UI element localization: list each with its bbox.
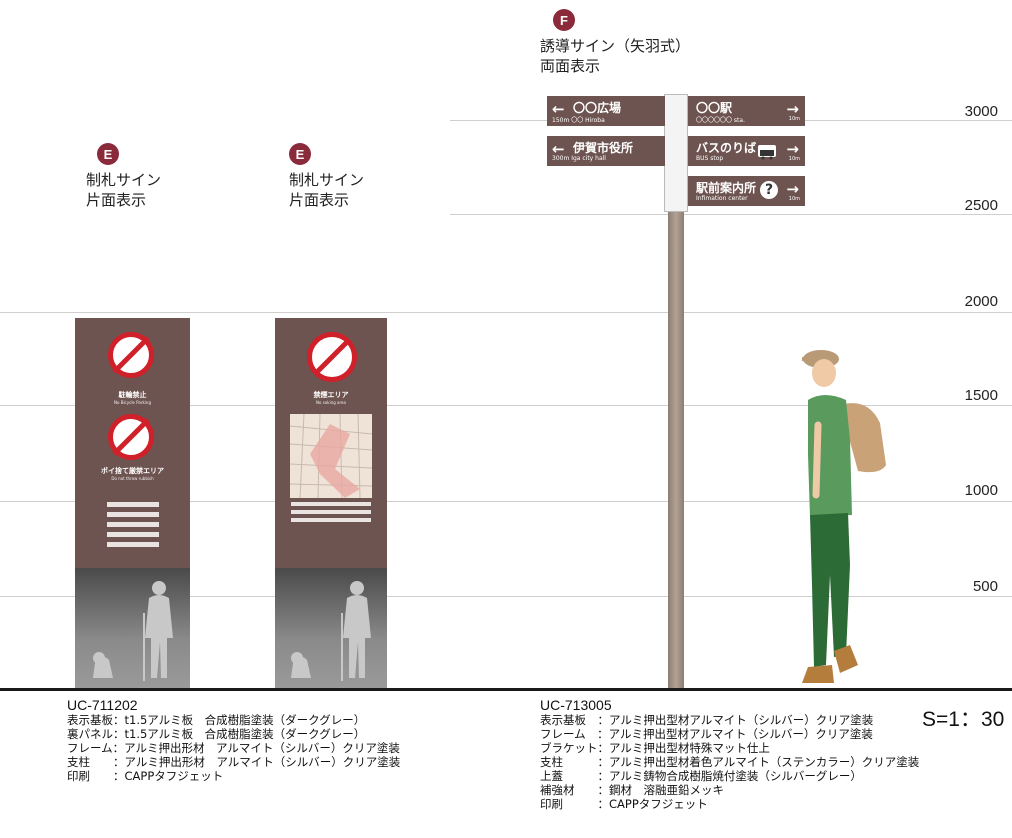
blade-right-2-sub: BUS stop [696,155,724,162]
blade-left-2: ← 伊賀市役所 300m Iga city hall [547,136,665,166]
height-label-500: 500 [972,578,998,595]
sign-e1-pictogram1-sub: No Bicycle Parking [113,400,151,405]
spec-left-code: UC-711202 [67,697,138,713]
arrow-right-icon: → [786,100,799,118]
height-line-2500 [450,214,1012,215]
sign-e2-title: 制札サイン 片面表示 [289,170,364,210]
height-label-3000: 3000 [964,103,998,120]
sign-e1-pictogram2-sub: Do not throw rubbish [111,476,154,481]
blade-right-3-dist: 10m [788,196,800,202]
blade-right-1-dist: 10m [788,116,800,122]
spec-left-line: 印刷 ：CAPPタフジェット [67,769,224,783]
sign-e2-pictogram1-sub: No soking area [316,400,346,405]
blade-right-2-main: バスのりば [696,141,757,155]
no-bicycle-icon [108,332,154,378]
text-stripe [291,510,371,514]
spec-right-line: 表示基板 ：アルミ押出型材アルマイト（シルバー）クリア塗装 [540,713,874,727]
sign-e1-panel: 駐輪禁止 No Bicycle Parking ポイ捨て厳禁エリア Do not… [75,318,190,568]
no-smoking-icon [307,332,357,382]
spec-right-line: ブラケット：アルミ押出型材特殊マット仕上 [540,741,770,755]
text-stripe [107,542,159,547]
question-icon: ? [760,181,778,199]
sign-e1-badge: E [97,143,119,165]
blade-right-2-dist: 10m [788,156,800,162]
text-stripe [107,532,159,537]
spec-right-line: フレーム ：アルミ押出型材アルマイト（シルバー）クリア塗装 [540,727,873,741]
blade-right-1: 〇〇駅 〇〇〇〇〇〇 sta. → 10m [688,96,805,126]
blade-right-2: バスのりば BUS stop → 10m [688,136,805,166]
sign-e2-title-line2: 片面表示 [289,191,350,209]
sign-e1-pictogram1-caption: 駐輪禁止 [118,391,147,399]
blade-right-3: 駅前案内所 Infimation center ? → 10m [688,176,805,206]
text-stripe [107,512,159,517]
spec-right-line: 印刷 ：CAPPタフジェット [540,797,708,811]
blade-left-2-sub: 300m Iga city hall [552,155,606,162]
sign-f-title-line2: 両面表示 [540,57,601,75]
arrow-left-icon: ← [552,140,565,158]
height-label-2000: 2000 [964,293,998,310]
text-stripe [107,522,159,527]
sign-e2-pictogram1-caption: 禁煙エリア [313,391,349,399]
blade-right-3-sub: Infimation center [696,195,748,202]
height-label-1500: 1500 [964,387,998,404]
sign-e1-title-line1: 制札サイン [86,171,162,189]
text-stripe [291,518,371,522]
sign-f-title: 誘導サイン（矢羽式） 両面表示 [540,36,690,76]
sign-f-pole [668,212,684,688]
height-line-2000 [0,312,1012,313]
sign-e1-title-line2: 片面表示 [86,191,147,209]
scale-ratio-label: S=1：30 [922,708,1005,731]
height-line-500 [0,596,1012,597]
silhouette-figure-icon [93,581,173,681]
blade-left-1-sub: 150m 〇〇 Hiroba [552,117,605,124]
arrow-right-icon: → [786,140,799,158]
spec-right-code: UC-713005 [540,697,612,713]
sign-e2-title-line1: 制札サイン [289,171,365,189]
height-line-1000 [0,501,1012,502]
sign-e1-base [75,568,190,688]
spec-left-line: フレーム：アルミ押出形材 アルマイト（シルバー）クリア塗装 [67,741,400,755]
blade-left-1: ← 〇〇広場 150m 〇〇 Hiroba [547,96,665,126]
text-stripe [291,502,371,506]
blade-left-2-main: 伊賀市役所 [573,141,634,155]
bus-icon [758,145,776,160]
sign-e1-pictogram2-caption: ポイ捨て厳禁エリア [101,467,164,475]
sign-e2-base [275,568,387,688]
height-line-1500 [0,405,1012,406]
spec-right-line: 上蓋 ：アルミ鋳物合成樹脂焼付塗装（シルバーグレー） [540,769,862,783]
arrow-right-icon: → [786,180,799,198]
blade-right-1-sub: 〇〇〇〇〇〇 sta. [696,117,745,124]
person-scale-figure-icon [802,350,886,683]
spec-left-line: 裏パネル：t1.5アルミ板 合成樹脂塗装（ダークグレー） [67,727,366,741]
blade-right-1-main: 〇〇駅 [696,101,733,115]
sign-e1-title: 制札サイン 片面表示 [86,170,161,210]
sign-e2-panel: 禁煙エリア No soking area [275,318,387,568]
ground-line [0,688,1012,691]
spec-right-line: 支柱 ：アルミ押出型材着色アルマイト（ステンカラー）クリア塗装 [540,755,920,769]
silhouette-figure-icon [291,581,371,681]
spec-left-line: 表示基板：t1.5アルミ板 合成樹脂塗装（ダークグレー） [67,713,366,727]
no-littering-icon [108,414,154,460]
arrow-left-icon: ← [552,100,565,118]
blade-right-3-main: 駅前案内所 [696,181,757,195]
sign-f-badge: F [553,9,575,31]
height-label-1000: 1000 [964,482,998,499]
sign-f-title-line1: 誘導サイン（矢羽式） [540,37,691,55]
text-stripe [107,502,159,507]
spec-left-line: 支柱 ：アルミ押出形材 アルマイト（シルバー）クリア塗装 [67,755,401,769]
sign-e2-badge: E [289,143,311,165]
spec-right-line: 補強材 ：鋼材 溶融亜鉛メッキ [540,783,724,797]
sign-f-pole-cap [664,94,688,212]
area-map-image [290,414,372,498]
blade-left-1-main: 〇〇広場 [573,101,622,115]
height-label-2500: 2500 [964,197,998,214]
